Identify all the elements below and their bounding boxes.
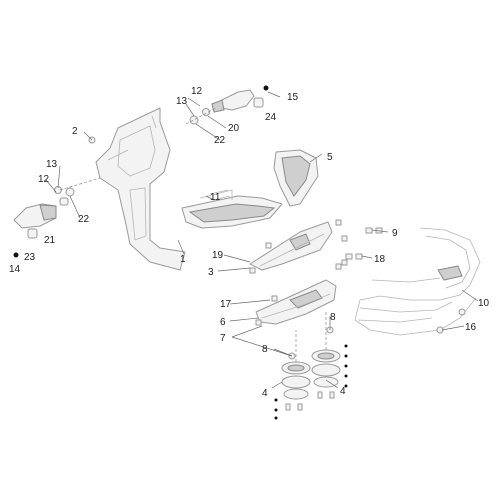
rear-mudguard xyxy=(95,107,186,271)
callout-1: 1 xyxy=(180,254,186,265)
leader-lines xyxy=(45,91,479,389)
license-plate-holder xyxy=(255,279,337,325)
callout-8-left: 8 xyxy=(262,344,268,355)
plate-light-left xyxy=(281,361,311,411)
callout-21: 21 xyxy=(44,235,56,246)
rear-light-cluster xyxy=(181,189,283,229)
callout-12-top: 12 xyxy=(191,86,203,97)
assembly-lines xyxy=(59,107,327,362)
callout-8-right: 8 xyxy=(330,312,336,323)
plate-light-right xyxy=(311,349,341,399)
callout-3: 3 xyxy=(208,267,214,278)
callout-11: 11 xyxy=(210,192,221,203)
callout-23: 23 xyxy=(24,252,36,263)
callout-13-left: 13 xyxy=(46,159,58,170)
callout-labels: 1 2 3 4 4 5 6 7 8 8 9 10 11 12 12 13 13 … xyxy=(9,86,490,399)
callout-17: 17 xyxy=(220,299,232,310)
tail-light-housing xyxy=(273,149,319,207)
callout-13-top: 13 xyxy=(176,96,188,107)
callout-7: 7 xyxy=(220,333,226,344)
callout-22-top: 22 xyxy=(214,135,226,146)
callout-22-left: 22 xyxy=(78,214,90,225)
callout-5: 5 xyxy=(327,152,333,163)
callout-16: 16 xyxy=(465,322,477,333)
callout-20: 20 xyxy=(228,123,240,134)
callout-15: 15 xyxy=(287,92,299,103)
callout-14: 14 xyxy=(9,264,21,275)
callout-4-right: 4 xyxy=(340,386,346,397)
callout-10: 10 xyxy=(478,298,490,309)
callout-18: 18 xyxy=(374,254,386,265)
left-turn-indicator xyxy=(13,186,75,258)
callout-19: 19 xyxy=(212,250,224,261)
plate-light-screws xyxy=(274,344,348,420)
callout-4-left: 4 xyxy=(262,388,268,399)
side-body-panel xyxy=(354,227,481,336)
callout-9: 9 xyxy=(392,228,398,239)
callout-24: 24 xyxy=(265,112,277,123)
callout-6: 6 xyxy=(220,317,226,328)
lower-cover xyxy=(249,221,333,271)
callout-2: 2 xyxy=(72,126,78,137)
callout-12-left: 12 xyxy=(38,174,50,185)
right-turn-indicator xyxy=(189,85,269,125)
